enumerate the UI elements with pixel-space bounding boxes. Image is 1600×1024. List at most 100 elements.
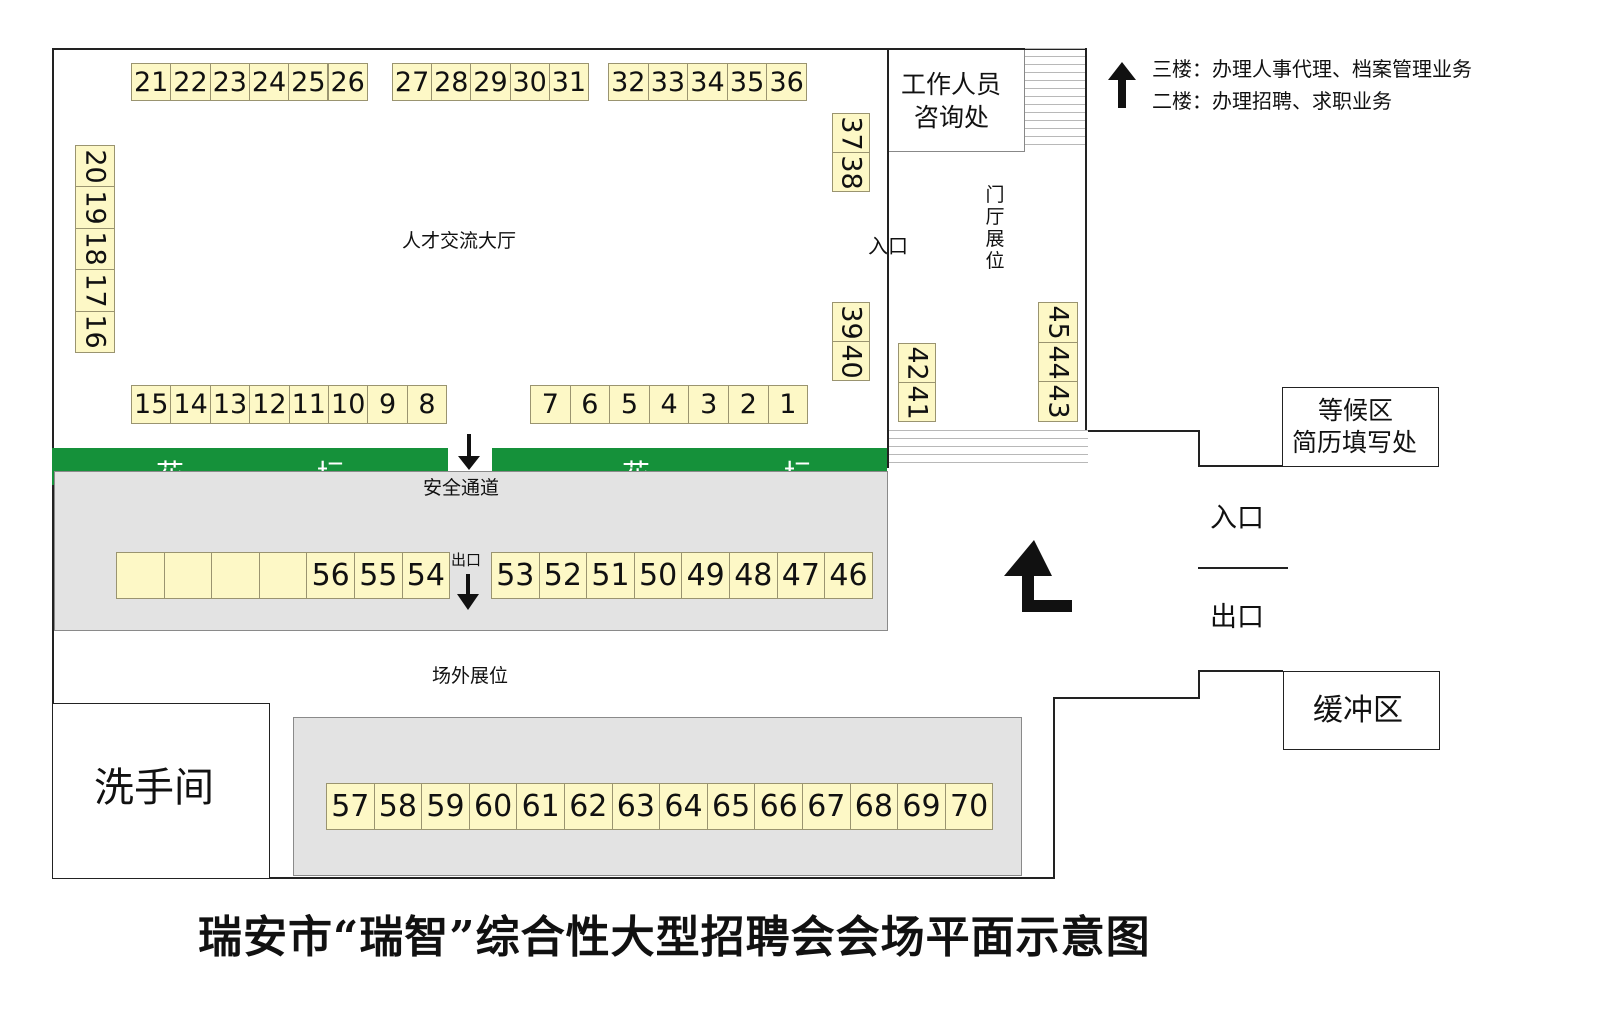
- booth-51: 51: [586, 552, 635, 599]
- booth-number: 61: [521, 788, 560, 824]
- outer-entrance-label: 入口: [1210, 503, 1264, 534]
- booth-number: 28: [434, 66, 469, 98]
- booth-7: 7: [530, 385, 571, 424]
- waiting-area-label-2: 简历填写处: [1292, 428, 1418, 457]
- booth-10: 10: [328, 385, 369, 424]
- wall-right-step-top: [1198, 465, 1283, 467]
- booth-number: 43: [1042, 384, 1074, 419]
- booth-21: 21: [131, 63, 172, 101]
- booth-number: 24: [251, 66, 287, 98]
- booth-empty: [211, 552, 260, 599]
- booth-number: 19: [79, 190, 111, 225]
- booth-number: 21: [133, 66, 169, 98]
- booth-45: 45: [1038, 302, 1078, 343]
- booth-37: 37: [832, 113, 870, 153]
- booth-number: 52: [543, 557, 582, 593]
- wall-right-step: [1198, 430, 1200, 467]
- booth-13: 13: [209, 385, 251, 424]
- outer-exit-label: 出口: [1210, 602, 1264, 633]
- main-hall-label: 人才交流大厅: [402, 230, 517, 252]
- booth-29: 29: [470, 63, 511, 101]
- booth-number: 29: [473, 66, 508, 98]
- booth-number: 17: [79, 273, 111, 308]
- wall-lower-step: [1198, 670, 1200, 699]
- booth-8: 8: [406, 385, 448, 424]
- staff-desk: [889, 50, 1025, 152]
- lobby-wall: [887, 48, 889, 468]
- wall-right-ledge: [1088, 430, 1199, 432]
- booth-41: 41: [898, 382, 936, 422]
- booth-70: 70: [944, 783, 994, 830]
- waiting-area-label-1: 等候区: [1318, 396, 1394, 425]
- staff-desk-label-2: 咨询处: [914, 103, 990, 132]
- booth-number: 5: [620, 389, 639, 420]
- booth-16: 16: [75, 310, 115, 353]
- booth-number: 26: [330, 66, 365, 98]
- stairs-top: [1025, 48, 1085, 150]
- booth-number: 65: [712, 788, 751, 824]
- booth-number: 18: [79, 231, 111, 267]
- booth-empty: [116, 552, 165, 599]
- booth-9: 9: [367, 385, 408, 424]
- booth-number: 62: [569, 788, 608, 824]
- booth-36: 36: [766, 63, 807, 101]
- waiting-area: [1282, 387, 1439, 467]
- booth-number: 70: [950, 788, 989, 824]
- booth-63: 63: [611, 783, 661, 830]
- booth-39: 39: [832, 302, 870, 342]
- entrance-exit-divider: [1198, 567, 1288, 569]
- booth-number: 68: [854, 788, 893, 824]
- turn-arrow-icon: [1004, 540, 1072, 612]
- booth-number: 66: [759, 788, 798, 824]
- booth-46: 46: [824, 552, 873, 599]
- booth-number: 40: [835, 343, 867, 379]
- safety-passage-label: 安全通道: [423, 477, 500, 499]
- booth-number: 46: [829, 557, 868, 593]
- booth-number: 7: [541, 389, 559, 420]
- booth-number: 69: [902, 788, 941, 824]
- booth-number: 31: [551, 66, 587, 98]
- booth-32: 32: [608, 63, 649, 101]
- booth-50: 50: [633, 552, 683, 599]
- booth-number: 36: [769, 66, 804, 98]
- booth-number: 27: [394, 66, 430, 98]
- booth-1: 1: [767, 385, 809, 424]
- booth-number: 53: [496, 557, 535, 593]
- wall-lower-ledge: [1053, 697, 1199, 699]
- page-title: 瑞安市“瑞智”综合性大型招聘会会场平面示意图: [198, 912, 1151, 963]
- booth-12: 12: [249, 385, 290, 424]
- booth-number: 57: [331, 788, 370, 824]
- booth-number: 56: [311, 557, 350, 593]
- booth-66: 66: [754, 783, 803, 830]
- booth-number: 25: [291, 66, 326, 98]
- booth-number: 54: [406, 557, 445, 593]
- booth-60: 60: [468, 783, 518, 830]
- booth-number: 30: [512, 66, 547, 98]
- booth-15: 15: [131, 385, 172, 424]
- legend-second-floor: 二楼：办理招聘、求职业务: [1152, 89, 1392, 113]
- booth-49: 49: [681, 552, 730, 599]
- booth-number: 63: [616, 788, 655, 824]
- booth-24: 24: [248, 63, 290, 101]
- outdoor-booth-label: 场外展位: [432, 665, 509, 687]
- booth-empty: [163, 552, 213, 599]
- booth-40: 40: [832, 341, 870, 381]
- booth-38: 38: [832, 152, 870, 192]
- booth-number: 50: [639, 557, 678, 593]
- booth-number: 47: [781, 557, 820, 593]
- booth-number: 23: [212, 66, 247, 98]
- booth-4: 4: [648, 385, 690, 424]
- booth-number: 12: [252, 389, 287, 420]
- booth-number: 22: [173, 66, 208, 98]
- booth-3: 3: [688, 385, 729, 424]
- booth-53: 53: [491, 552, 540, 599]
- booth-number: 58: [378, 788, 417, 824]
- booth-number: 64: [664, 788, 703, 824]
- booth-30: 30: [509, 63, 550, 101]
- booth-28: 28: [431, 63, 472, 101]
- booth-23: 23: [209, 63, 250, 101]
- booth-69: 69: [897, 783, 946, 830]
- legend-third-floor: 三楼：办理人事代理、档案管理业务: [1152, 57, 1472, 81]
- arrow-down-icon: [458, 434, 480, 470]
- booth-number: 45: [1042, 305, 1074, 340]
